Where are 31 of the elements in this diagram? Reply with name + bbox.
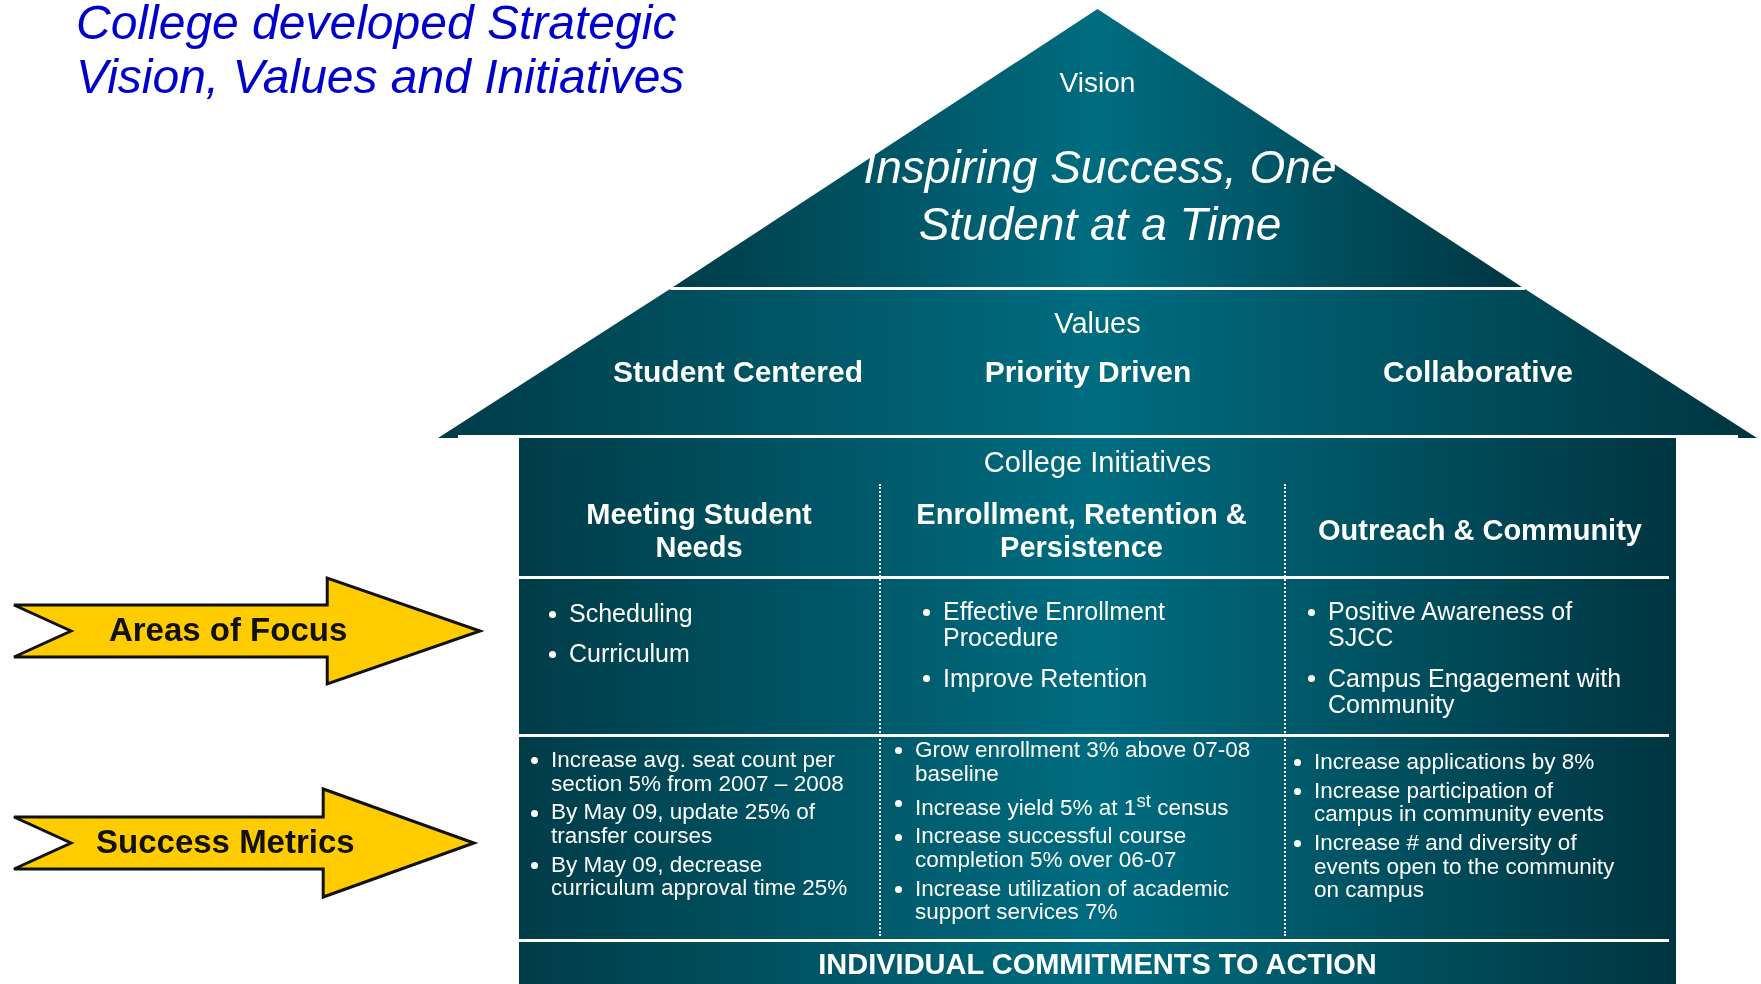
bullet-item: By May 09, update 25% of transfer courses: [551, 799, 815, 848]
arrow-label: Areas of Focus: [107, 611, 349, 649]
arrow-label: Success Metrics: [95, 823, 356, 861]
bullet-item: Increase # and diversity of events open to the community on campus: [1314, 829, 1615, 903]
vision-statement: Inspiring Success, One Student at a Time: [862, 140, 1338, 252]
values-band: [438, 289, 1757, 438]
bullet-item: Increase successful course completion 5% over 06-07: [915, 823, 1187, 872]
bullet-item: Scheduling: [569, 599, 693, 627]
value-name: Priority Driven: [983, 355, 1193, 389]
bullet-item: Improve Retention: [943, 663, 1148, 692]
bullet-item: Curriculum: [569, 639, 690, 668]
bullet-item: Increase utilization of academic support services 7%: [915, 875, 1229, 925]
bullet-item: Increase yield 5% at 1$^{st}$ census: [915, 794, 1229, 820]
bullet-item: Increase participation of campus in community events: [1314, 777, 1605, 827]
bullet-item: Increase applications by 8%: [1314, 749, 1595, 774]
column-heading: Enrollment, Retention & Persistence: [915, 497, 1248, 565]
bullet-item: Campus Engagement with Community: [1328, 663, 1622, 718]
title: College developed Strategic Vision, Values and Initiatives: [76, 0, 686, 104]
column-heading: Outreach & Community: [1318, 514, 1642, 548]
band-label: INDIVIDUAL COMMITMENTS TO ACTION: [818, 947, 1377, 981]
heading: College Initiatives: [982, 446, 1213, 479]
metrics-arrow: [11, 786, 477, 900]
bullet-item: Positive Awareness of SJCC: [1328, 597, 1573, 652]
heading: Values: [1053, 307, 1142, 340]
bullet-item: Increase avg. seat count per section 5% from 2007 – 2008: [551, 747, 844, 796]
focus-arrow: [11, 575, 483, 687]
value-name: Collaborative: [1381, 355, 1575, 389]
bullet-item: Grow enrollment 3% above 07-08 baseline: [915, 737, 1251, 786]
bullet-item: By May 09, decrease curriculum approval time 25%: [551, 851, 848, 901]
bullet-item: Effective Enrollment Procedure: [943, 597, 1165, 652]
column-heading: Meeting Student Needs: [585, 497, 813, 565]
